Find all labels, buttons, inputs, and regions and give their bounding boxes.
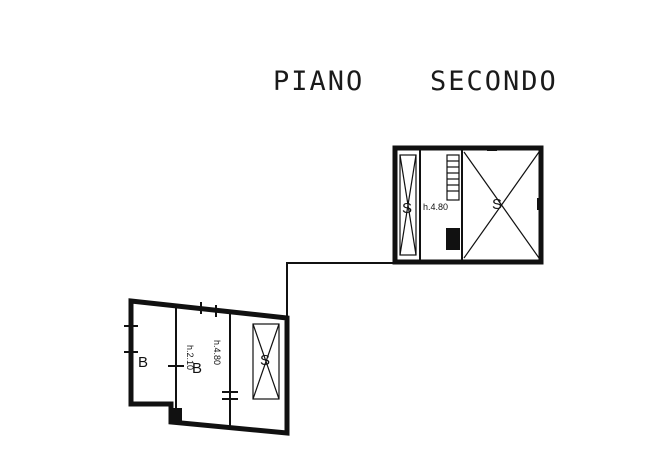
upper-block: S h.4.80 S	[392, 145, 544, 265]
upper-block-outline	[392, 145, 544, 265]
upper-stair-fill	[446, 228, 460, 250]
lower-height-label-2: h.4.80	[212, 340, 222, 365]
lower-room-3: S	[252, 323, 280, 400]
lower-block: B h.2.10 B h.4.80 S	[124, 298, 290, 436]
lower-room-3-label: S	[260, 352, 270, 369]
upper-left-room: S	[399, 154, 417, 256]
lower-corner-fill	[170, 408, 182, 422]
upper-right-room-label: S	[492, 196, 502, 213]
upper-left-room-label: S	[402, 200, 412, 217]
lower-room-2-label: B	[192, 360, 202, 377]
floor-title-word-2: SECONDO	[430, 66, 558, 97]
floor-title-word-1: PIANO	[273, 66, 364, 97]
lower-room-1-label: B	[138, 354, 148, 371]
upper-stair	[446, 154, 460, 250]
floor-title: PIANO SECONDO	[273, 66, 558, 97]
lower-height-label-1: h.2.10	[185, 345, 195, 370]
upper-right-room: S	[463, 151, 540, 259]
connector-line	[286, 262, 394, 320]
upper-height-label: h.4.80	[423, 202, 448, 212]
